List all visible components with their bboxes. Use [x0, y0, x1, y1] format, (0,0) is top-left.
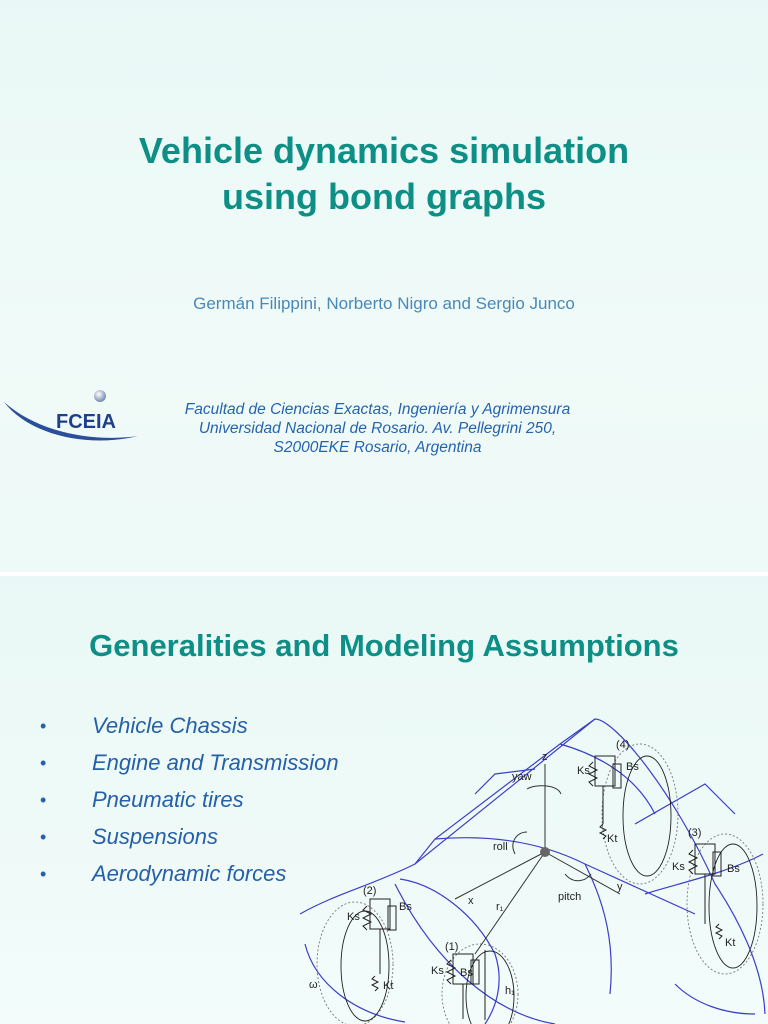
- bullet-list: •Vehicle Chassis •Engine and Transmissio…: [40, 714, 339, 899]
- bullet-glyph: •: [40, 864, 47, 884]
- r1-label: r₁: [496, 901, 504, 913]
- list-item: •Aerodynamic forces: [40, 861, 287, 886]
- bs-label: Bs: [399, 901, 412, 913]
- pitch-label: pitch: [558, 891, 581, 903]
- kt-label: Kt: [725, 937, 735, 949]
- ks-label: Ks: [347, 911, 360, 923]
- vehicle-model-diagram: (4) Ks Bs Kt (3) Ks Bs Kt (2) Ks Bs Kt (…: [299, 718, 766, 1024]
- bs-label: Bs: [460, 967, 473, 979]
- fceia-logo: FCEIA: [4, 390, 138, 441]
- node-4-label: (4): [616, 739, 629, 751]
- authors: Germán Filippini, Norberto Nigro and Ser…: [193, 294, 575, 313]
- bs-label: Bs: [727, 863, 740, 875]
- affiliation-line-3: S2000EKE Rosario, Argentina: [273, 439, 482, 456]
- node-1-label: (1): [445, 941, 458, 953]
- yaw-label: yaw: [512, 771, 532, 783]
- bullet-glyph: •: [40, 753, 47, 773]
- coordinate-axes: [454, 764, 621, 955]
- list-item: •Pneumatic tires: [40, 787, 244, 812]
- ks-label: Ks: [431, 965, 444, 977]
- assumptions-slide: Generalities and Modeling Assumptions •V…: [0, 576, 768, 1024]
- roll-label: roll: [493, 841, 508, 853]
- affiliation: Facultad de Ciencias Exactas, Ingeniería…: [140, 400, 615, 457]
- omega-label: ω: [309, 979, 318, 991]
- bullet-glyph: •: [40, 827, 47, 847]
- list-item: •Vehicle Chassis: [40, 713, 248, 738]
- affiliation-line-2: Universidad Nacional de Rosario. Av. Pel…: [198, 420, 557, 437]
- h1-label: h₁: [505, 985, 515, 997]
- axis-z-label: z: [542, 751, 548, 763]
- wheels: [316, 743, 764, 1024]
- ks-label: Ks: [672, 861, 685, 873]
- title-line-2: using bond graphs: [222, 176, 546, 217]
- presentation-title: Vehicle dynamics simulation using bond g…: [0, 128, 768, 220]
- affiliation-line-1: Facultad de Ciencias Exactas, Ingeniería…: [184, 401, 571, 418]
- bullet-glyph: •: [40, 790, 47, 810]
- title-slide: Vehicle dynamics simulation using bond g…: [0, 0, 768, 572]
- car-body-outline: [299, 718, 766, 1024]
- axis-x-label: x: [468, 895, 474, 907]
- logo-text: FCEIA: [56, 411, 116, 433]
- bs-label: Bs: [626, 761, 639, 773]
- axis-y-label: y: [617, 881, 623, 893]
- suspension-units: [361, 755, 724, 1020]
- slide-title: Generalities and Modeling Assumptions: [89, 628, 679, 663]
- node-2-label: (2): [363, 885, 376, 897]
- kt-label: Kt: [383, 980, 393, 992]
- ks-label: Ks: [577, 765, 590, 777]
- center-of-gravity: [540, 847, 550, 857]
- title-line-1: Vehicle dynamics simulation: [138, 130, 630, 171]
- kt-label: Kt: [607, 833, 617, 845]
- list-item: •Engine and Transmission: [40, 750, 339, 775]
- slide-separator: [0, 572, 768, 576]
- node-3-label: (3): [688, 827, 701, 839]
- list-item: •Suspensions: [40, 824, 218, 849]
- bullet-glyph: •: [40, 716, 47, 736]
